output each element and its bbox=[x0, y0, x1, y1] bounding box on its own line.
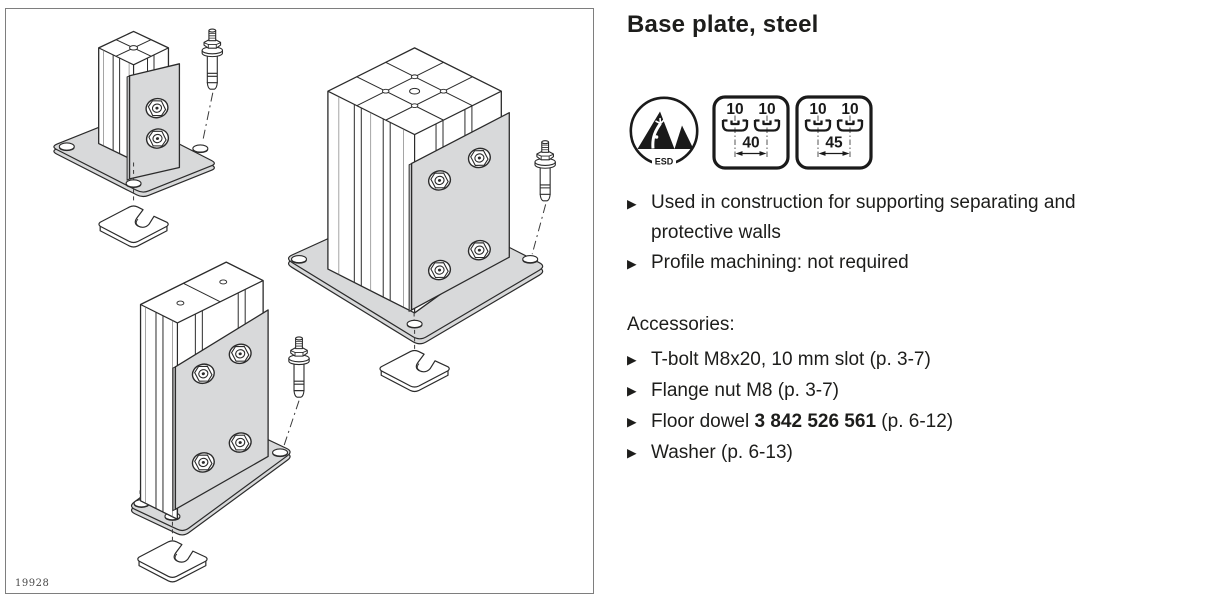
list-item: ▶ Profile machining: not required bbox=[627, 248, 1157, 278]
slot-icon-45: 10 10 45 bbox=[795, 95, 873, 170]
mounting-plate bbox=[408, 111, 510, 313]
anchor-axis-dash bbox=[202, 92, 214, 141]
bullet-triangle-icon: ▶ bbox=[627, 197, 637, 211]
plate-hole bbox=[406, 319, 423, 329]
anchor-axis-dash bbox=[531, 204, 547, 255]
plate-hole bbox=[522, 255, 539, 264]
bullet-triangle-icon: ▶ bbox=[627, 384, 637, 398]
bullet-triangle-icon: ▶ bbox=[627, 257, 637, 271]
esd-label: ESD bbox=[655, 157, 674, 167]
list-item: ▶ Floor dowel 3 842 526 561 (p. 6-12) bbox=[627, 406, 1167, 437]
accessories-list: ▶ T-bolt M8x20, 10 mm slot (p. 3-7) ▶ Fl… bbox=[627, 344, 1167, 468]
slotted-washer bbox=[379, 349, 450, 393]
figure-panel: 19928 bbox=[5, 8, 594, 594]
plate-hole bbox=[192, 144, 209, 154]
feature-list: ▶ Used in construction for supporting se… bbox=[627, 188, 1157, 278]
content-column: Base plate, steel ESD 10 10 40 bbox=[626, 0, 1206, 606]
mounting-plate bbox=[126, 63, 181, 181]
plate-hole bbox=[290, 255, 308, 264]
slot-size-right: 10 bbox=[841, 101, 858, 118]
accessory-text: Washer (p. 6-13) bbox=[651, 442, 793, 463]
base-plate-illustration bbox=[53, 28, 556, 583]
bullet-triangle-icon: ▶ bbox=[627, 446, 637, 460]
assembly-large-90 bbox=[287, 47, 556, 393]
icons-row: ESD 10 10 40 10 10 45 bbox=[627, 95, 878, 173]
anchor-bolt bbox=[201, 28, 224, 90]
list-item: ▶ Used in construction for supporting se… bbox=[627, 188, 1157, 248]
assembly-medium-45 bbox=[130, 261, 310, 583]
plate-hole bbox=[272, 448, 289, 458]
anchor-bolt bbox=[288, 336, 310, 398]
plate-hole bbox=[125, 179, 142, 189]
slot-size-left: 10 bbox=[809, 101, 826, 118]
slotted-washer bbox=[98, 205, 169, 248]
anchor-axis-dash bbox=[282, 400, 300, 449]
plate-hole bbox=[58, 142, 75, 152]
page-title: Base plate, steel bbox=[627, 11, 819, 38]
slotted-washer bbox=[137, 540, 208, 583]
part-number: 3 842 526 561 bbox=[754, 411, 877, 432]
feature-text: Used in construction for supporting sepa… bbox=[651, 192, 1076, 243]
bullet-triangle-icon: ▶ bbox=[627, 353, 637, 367]
accessory-text: Flange nut M8 (p. 3-7) bbox=[651, 380, 839, 401]
assembly-small-40 bbox=[53, 28, 224, 248]
list-item: ▶ Washer (p. 6-13) bbox=[627, 437, 1167, 468]
bullet-triangle-icon: ▶ bbox=[627, 415, 637, 429]
pitch-dimension: 45 bbox=[825, 135, 843, 152]
pitch-dimension: 40 bbox=[742, 135, 759, 152]
list-item: ▶ T-bolt M8x20, 10 mm slot (p. 3-7) bbox=[627, 344, 1167, 375]
slot-size-right: 10 bbox=[758, 101, 775, 118]
accessories-heading: Accessories: bbox=[627, 314, 735, 335]
accessory-text: T-bolt M8x20, 10 mm slot (p. 3-7) bbox=[651, 349, 931, 370]
accessory-text: Floor dowel bbox=[651, 411, 755, 432]
feature-text: Profile machining: not required bbox=[651, 252, 909, 273]
esd-icon: ESD bbox=[629, 96, 699, 167]
slot-size-left: 10 bbox=[726, 101, 743, 118]
list-item: ▶ Flange nut M8 (p. 3-7) bbox=[627, 375, 1167, 406]
mounting-plate bbox=[172, 309, 269, 512]
slot-icon-40: 10 10 40 bbox=[712, 95, 790, 170]
anchor-bolt bbox=[534, 140, 556, 202]
figure-number: 19928 bbox=[15, 578, 50, 589]
